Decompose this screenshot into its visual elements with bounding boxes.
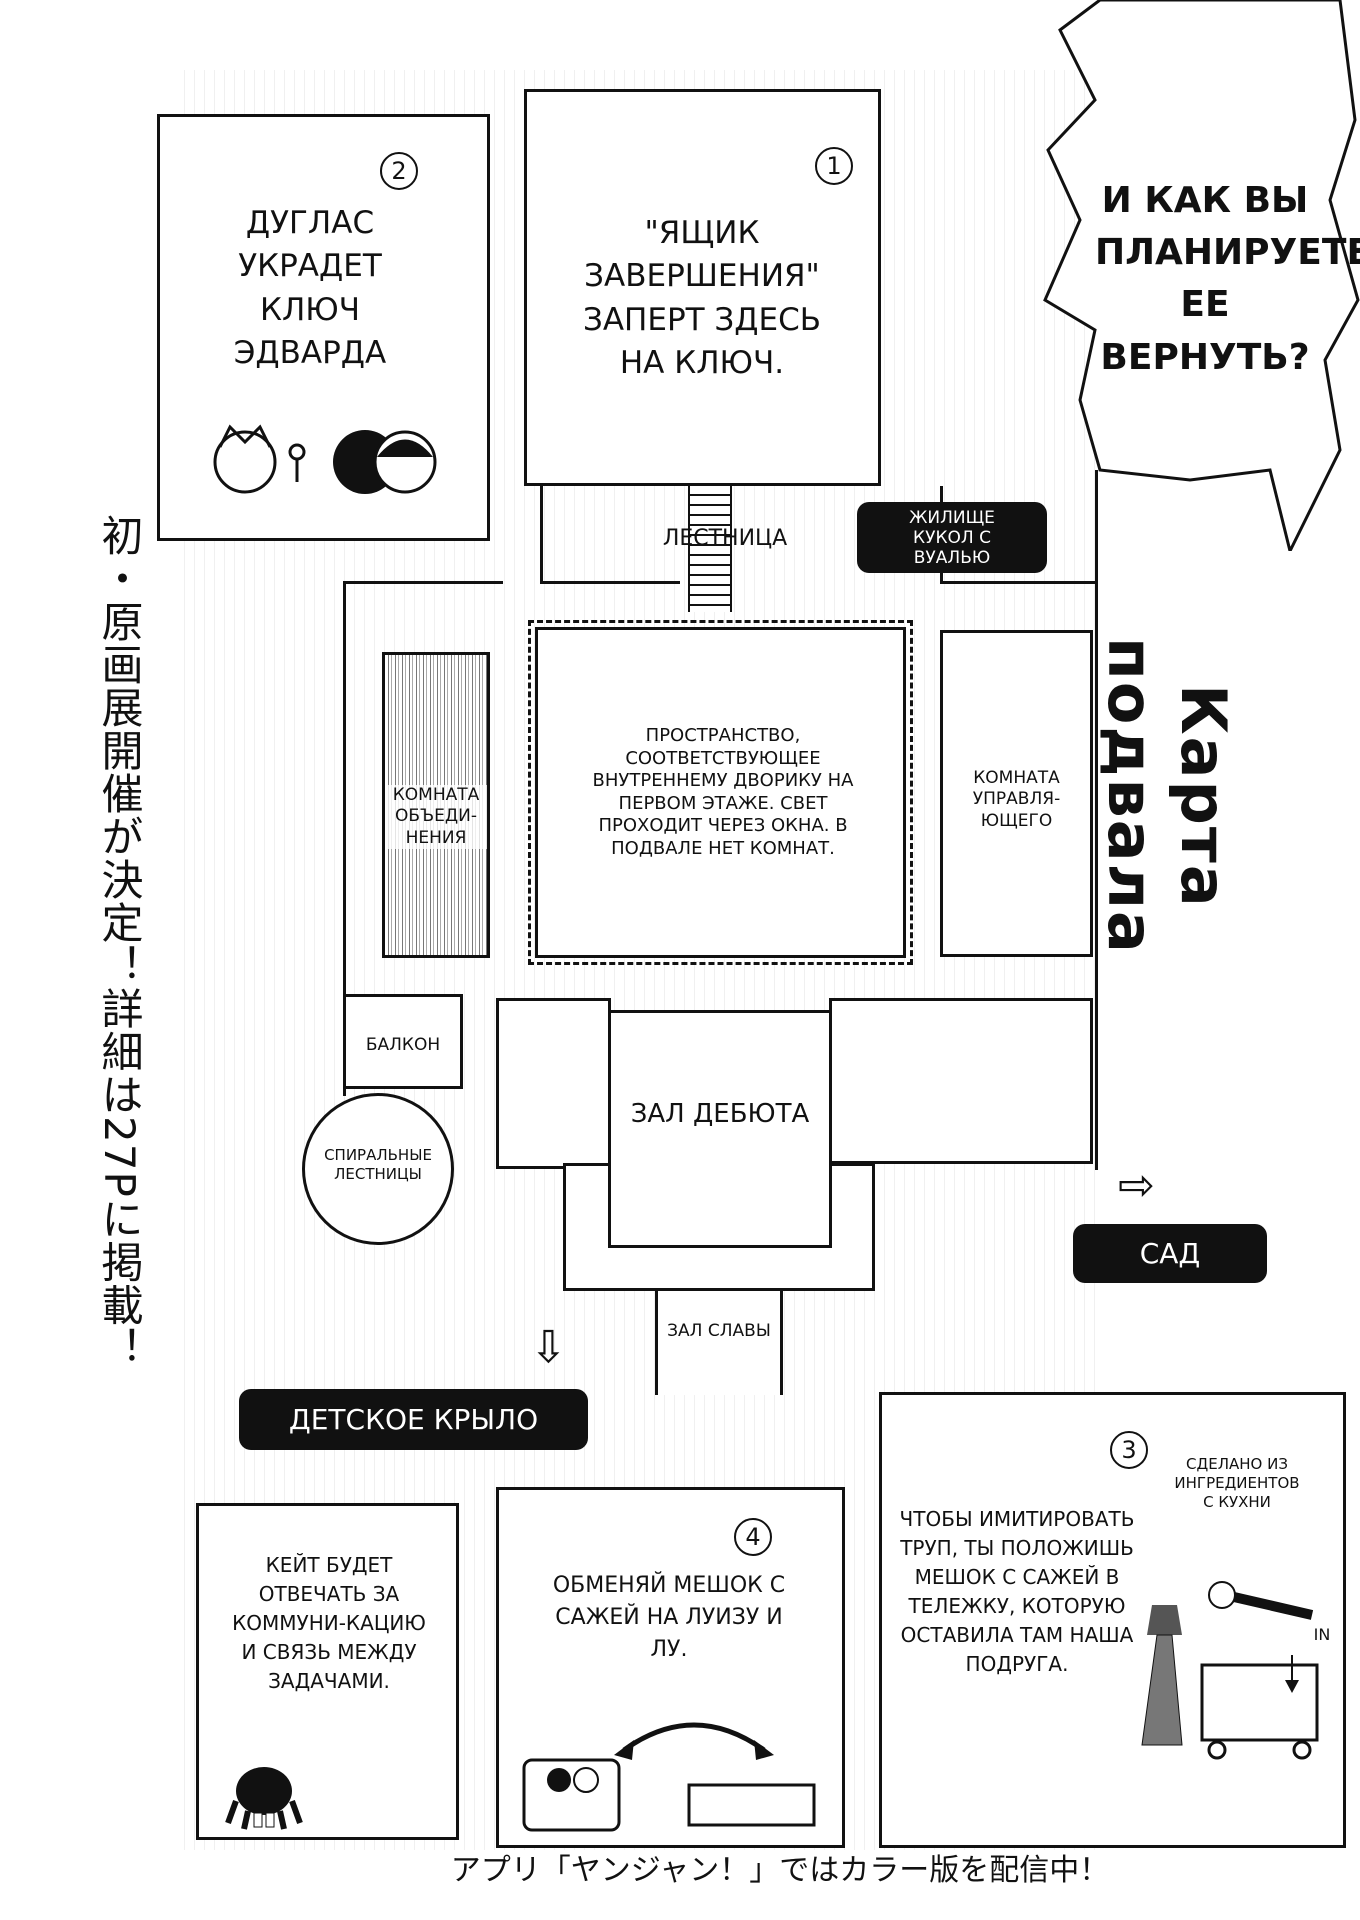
corridor-wall: [343, 581, 503, 584]
garden-label: Сад: [1073, 1224, 1267, 1283]
step-number-2: 2: [380, 152, 418, 190]
union-room: Комната объеди-нения: [382, 652, 490, 958]
garden-text: Сад: [1139, 1237, 1201, 1270]
speech-bubble: [1043, 0, 1360, 551]
kate-box: Кейт будет отвечать за коммуни-кацию и с…: [196, 1503, 459, 1840]
plan-box-2: 2 Дуглас украдет ключ Эдварда: [157, 114, 490, 541]
plan-box-3: 3 Сделано из ингредиентов с кухни Чтобы …: [879, 1392, 1346, 1848]
speech-bubble-text: И как вы планируете ее вернуть?: [1095, 180, 1360, 378]
hall-of-fame: Зал славы: [655, 1288, 783, 1395]
map-title: Карта подвала: [1094, 637, 1240, 955]
arrow-right-icon: ⇨: [1118, 1160, 1155, 1211]
debut-hall: Зал дебюта: [608, 1010, 832, 1248]
footer-japanese: アプリ「ヤンジャン！」ではカラー版を配信中！: [450, 1853, 1110, 1888]
staircase: [688, 486, 732, 612]
debut-hall-label: Зал дебюта: [630, 1099, 810, 1129]
step-number-1: 1: [815, 147, 853, 185]
spiral-stairs-label: Спиральные лестницы: [324, 1146, 432, 1183]
characters-key-icon: [213, 424, 437, 494]
corridor-wall: [540, 581, 680, 584]
corridor-wall: [940, 581, 1095, 584]
hall-of-fame-label: Зал славы: [667, 1321, 771, 1341]
debut-hall-right-wing: [829, 998, 1093, 1164]
box3-text: Чтобы имитировать труп, ты положишь мешо…: [899, 1507, 1135, 1676]
in-label: IN: [1313, 1625, 1331, 1644]
stairs-label: Лестница: [662, 526, 788, 551]
swap-illustration-icon: [522, 1722, 816, 1832]
arrow-down-icon: ⇩: [530, 1322, 567, 1373]
octopus-character-icon: [225, 1767, 303, 1830]
doll-quarters-text: Жилище кукол с вуалью: [909, 507, 995, 568]
courtyard-text: Пространство, соответствующее внутреннем…: [592, 725, 854, 859]
debut-hall-left-wing: [496, 998, 611, 1169]
box3-note: Сделано из ингредиентов с кухни: [1174, 1455, 1300, 1511]
plan-box-1: 1 "Ящик завершения" заперт здесь на ключ…: [524, 89, 881, 486]
balcony-label: Балкон: [365, 1035, 441, 1055]
step-number-4: 4: [734, 1518, 772, 1556]
inner-courtyard: Пространство, соответствующее внутреннем…: [528, 620, 913, 965]
doll-cart-illustration-icon: [1141, 1581, 1319, 1760]
children-wing-label: Детское крыло: [239, 1389, 588, 1450]
box4-text: Обменяй мешок с сажей на Луизу и Лу.: [552, 1573, 786, 1662]
box1-text: "Ящик завершения" заперт здесь на ключ.: [582, 215, 822, 382]
step-number-3: 3: [1110, 1431, 1148, 1469]
union-room-label: Комната объеди-нения: [385, 785, 487, 849]
plan-box-4: 4 Обменяй мешок с сажей на Луизу и Лу.: [496, 1487, 845, 1848]
side-note-japanese: 初・原画展開催が決定！詳細は27Pに掲載！: [95, 514, 144, 1370]
box2-text: Дуглас украдет ключ Эдварда: [233, 205, 387, 372]
corridor-wall: [540, 486, 543, 581]
spiral-stairs: Спиральные лестницы: [302, 1093, 454, 1245]
balcony: Балкон: [343, 994, 463, 1089]
corridor-wall: [343, 581, 346, 1096]
manager-room: Комната управля-ющего: [940, 630, 1093, 957]
children-wing-text: Детское крыло: [288, 1403, 539, 1436]
corridor-wall: [1095, 470, 1098, 1170]
manager-room-label: Комната управля-ющего: [972, 768, 1061, 831]
doll-quarters-label: Жилище кукол с вуалью: [857, 502, 1047, 573]
kate-text: Кейт будет отвечать за коммуни-кацию и с…: [232, 1553, 426, 1693]
